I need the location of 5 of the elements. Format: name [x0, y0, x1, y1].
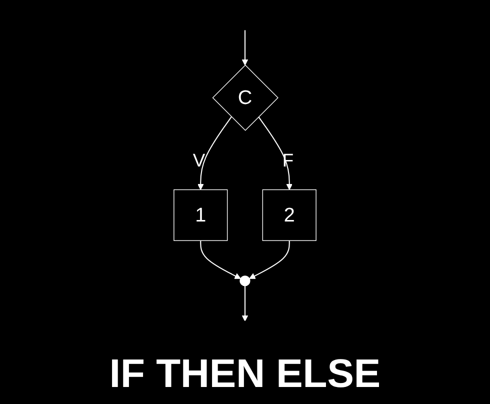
process-box: 1: [174, 188, 228, 240]
edge-label: V: [192, 148, 206, 170]
process-box: 2: [262, 188, 316, 240]
decision-diamond: C: [212, 64, 278, 130]
diagram-title: IF THEN ELSE: [108, 351, 382, 398]
